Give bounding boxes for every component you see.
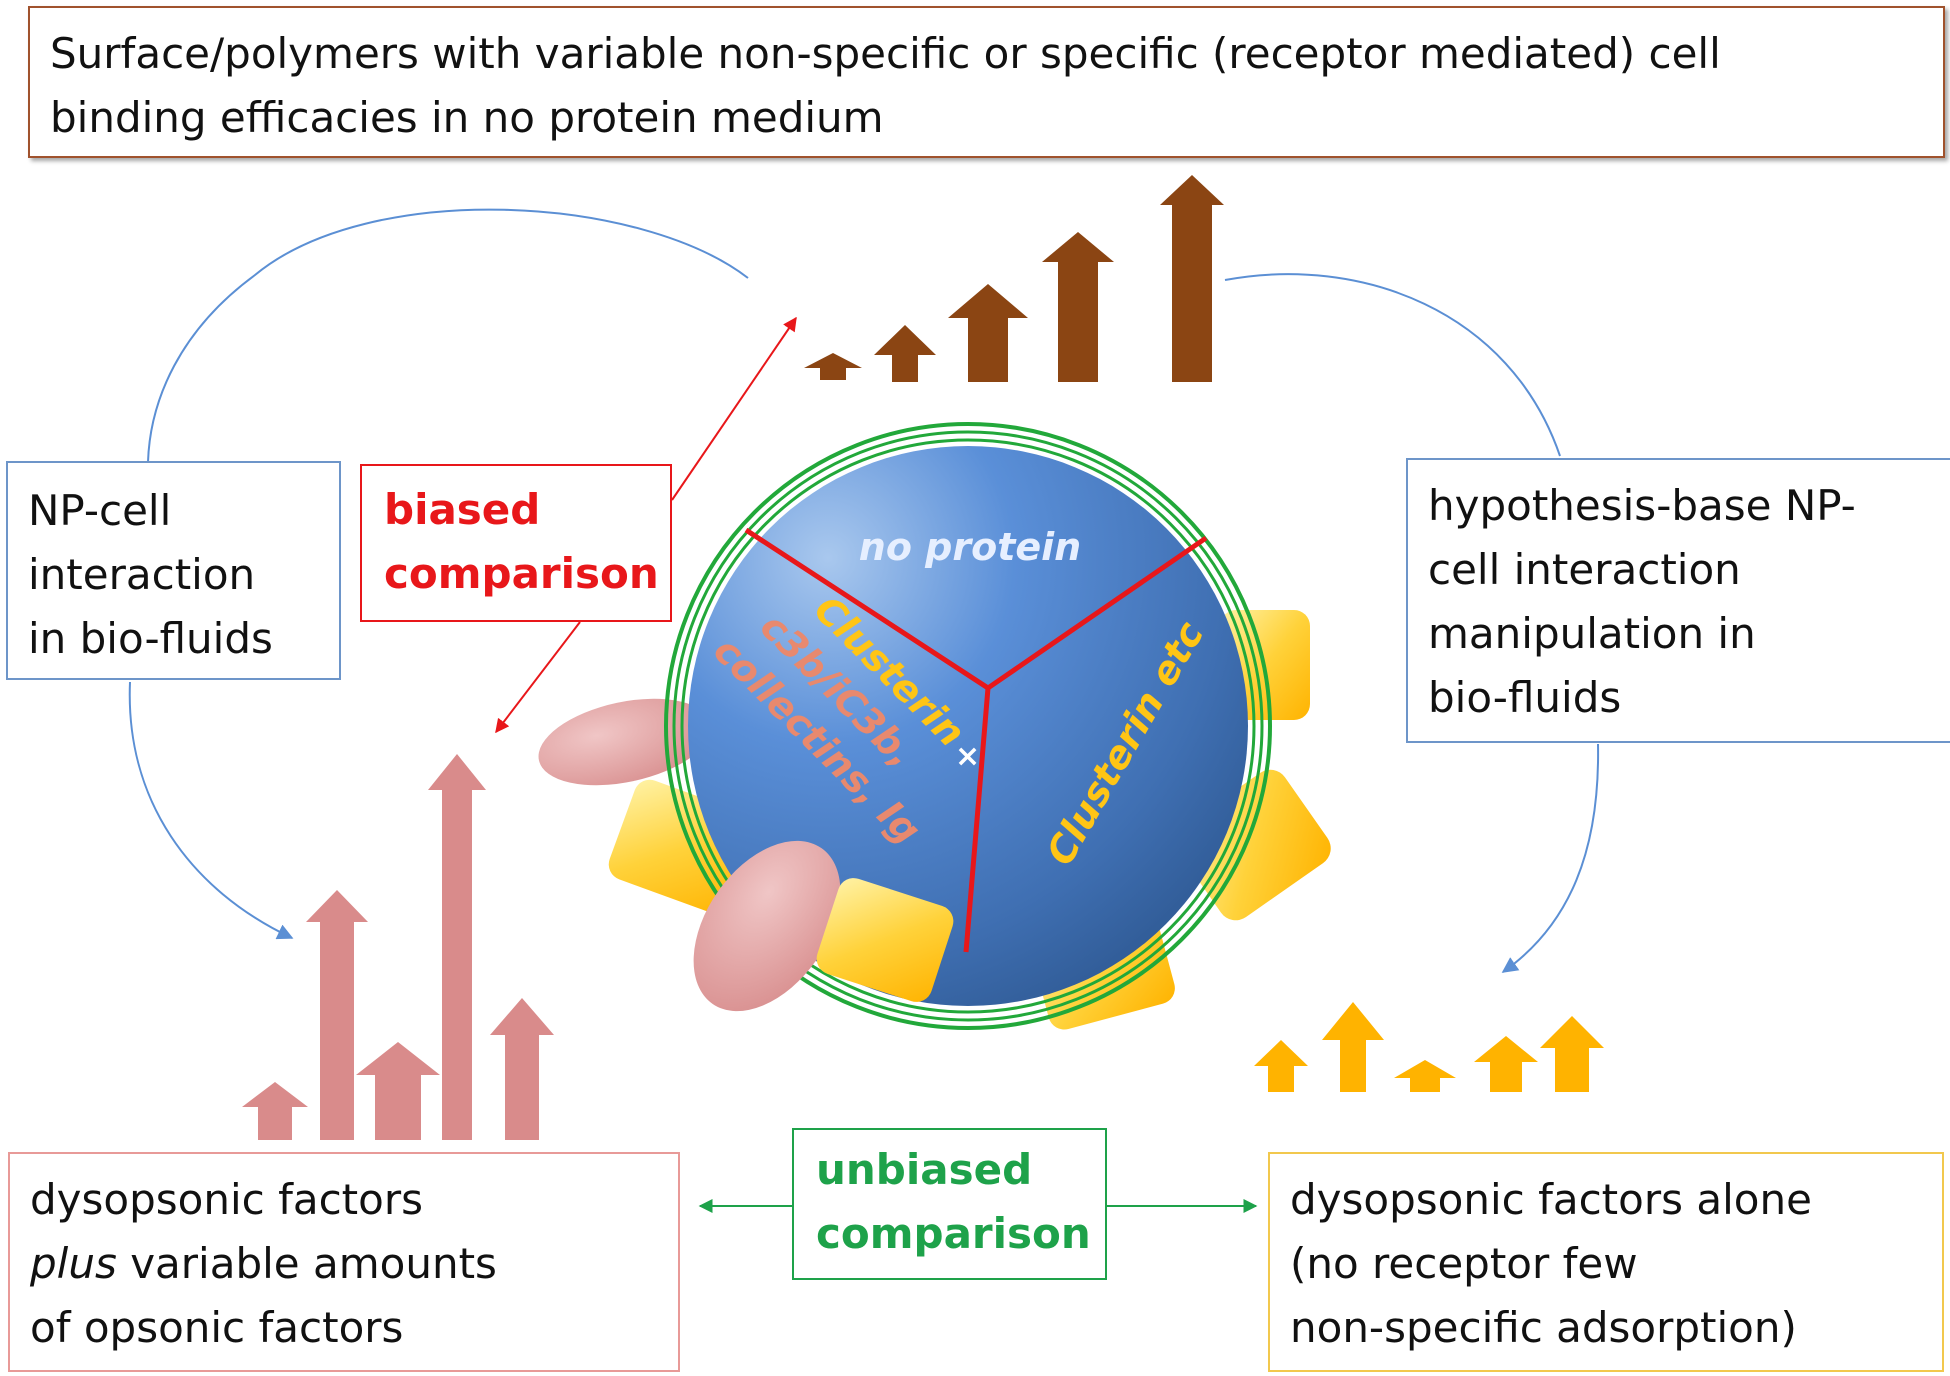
biased-line-1: biased [384,485,541,534]
brown-arrow-3 [948,284,1028,382]
blue-curve-right-down [1501,743,1600,973]
right-box-line-4: bio-fluids [1428,673,1622,722]
pink-arrow-3 [356,1042,440,1140]
right-box-hypothesis: hypothesis-base NP- cell interaction man… [1406,458,1950,743]
left-box-line-1: NP-cell [28,486,172,535]
bottom-left-box-dysopsonic-plus-opsonic: dysopsonic factors plus variable amounts… [8,1152,680,1372]
pink-arrow-2 [306,890,368,1140]
pink-arrow-1 [242,1082,308,1140]
left-box-line-2: interaction [28,550,256,599]
yellow-arrow-1 [1254,1040,1308,1092]
right-box-line-3: manipulation in [1428,609,1756,658]
brown-arrow-4 [1042,232,1114,382]
left-box-np-cell-interaction: NP-cell interaction in bio-fluids [6,461,341,680]
brown-arrow-2 [874,325,936,382]
sector-separator-x: × [955,739,980,774]
sector-label-no-protein: no protein [859,525,1081,569]
blue-curve-left-down [128,681,294,940]
yellow-protein-6 [816,878,954,1002]
divider-right [986,535,1208,691]
pink-protein-2 [693,840,841,1012]
bottom-right-line-3: non-specific adsorption) [1290,1303,1797,1352]
biased-comparison-box: biased comparison [360,464,672,622]
left-box-line-3: in bio-fluids [28,614,273,663]
yellow-arrow-3 [1394,1060,1456,1092]
blue-curve-top-left [147,208,749,463]
unbiased-line-2: comparison [816,1209,1091,1258]
bottom-right-box-dysopsonic-alone: dysopsonic factors alone (no receptor fe… [1268,1152,1944,1372]
nanoparticle-shell [664,422,1272,1030]
brown-arrows [804,175,1224,382]
bottom-left-line-2-italic: plus [30,1239,117,1288]
right-box-line-1: hypothesis-base NP- [1428,481,1856,530]
bottom-left-line-3: of opsonic factors [30,1303,404,1352]
divider-left [744,527,990,691]
bottom-left-line-1: dysopsonic factors [30,1175,423,1224]
biased-line-2: comparison [384,549,659,598]
yellow-arrow-5 [1540,1016,1604,1092]
bottom-right-line-1: dysopsonic factors alone [1290,1175,1812,1224]
yellow-arrow-2 [1322,1002,1384,1092]
unbiased-line-1: unbiased [816,1145,1033,1194]
top-box-line-2: binding efficacies in no protein medium [50,93,884,142]
pink-arrow-5 [490,998,554,1140]
top-box-line-1: Surface/polymers with variable non-speci… [50,29,1721,78]
right-box-line-2: cell interaction [1428,545,1741,594]
bottom-left-line-2: plus variable amounts [30,1232,678,1296]
bottom-left-line-2-rest: variable amounts [116,1239,497,1288]
blue-curve-top-right [1224,273,1561,457]
brown-arrow-1 [804,353,862,380]
yellow-arrow-4 [1474,1036,1538,1092]
pink-arrows [242,754,554,1140]
divider-bottom [963,687,991,953]
pink-arrow-4 [428,754,486,1140]
brown-arrow-5 [1160,175,1224,382]
biased-arrow-up [671,316,797,501]
top-box-surface-polymers: Surface/polymers with variable non-speci… [28,6,1945,158]
bottom-right-line-2: (no receptor few [1290,1239,1638,1288]
unbiased-comparison-box: unbiased comparison [792,1128,1107,1280]
yellow-arrows [1254,1002,1604,1092]
biased-arrow-down [495,621,581,734]
